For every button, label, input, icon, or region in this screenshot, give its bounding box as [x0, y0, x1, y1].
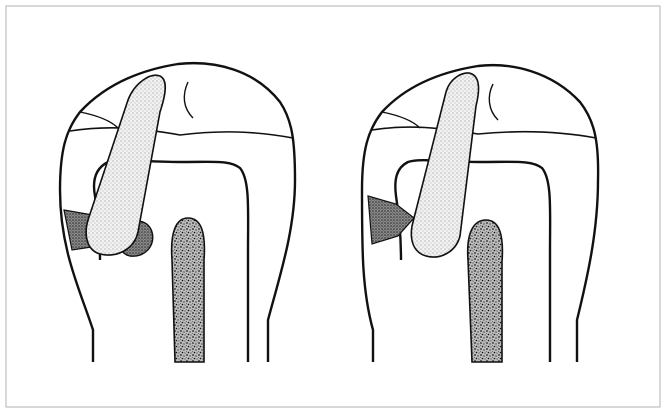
right-root-canal — [468, 220, 503, 362]
left-root-canal — [172, 218, 205, 362]
